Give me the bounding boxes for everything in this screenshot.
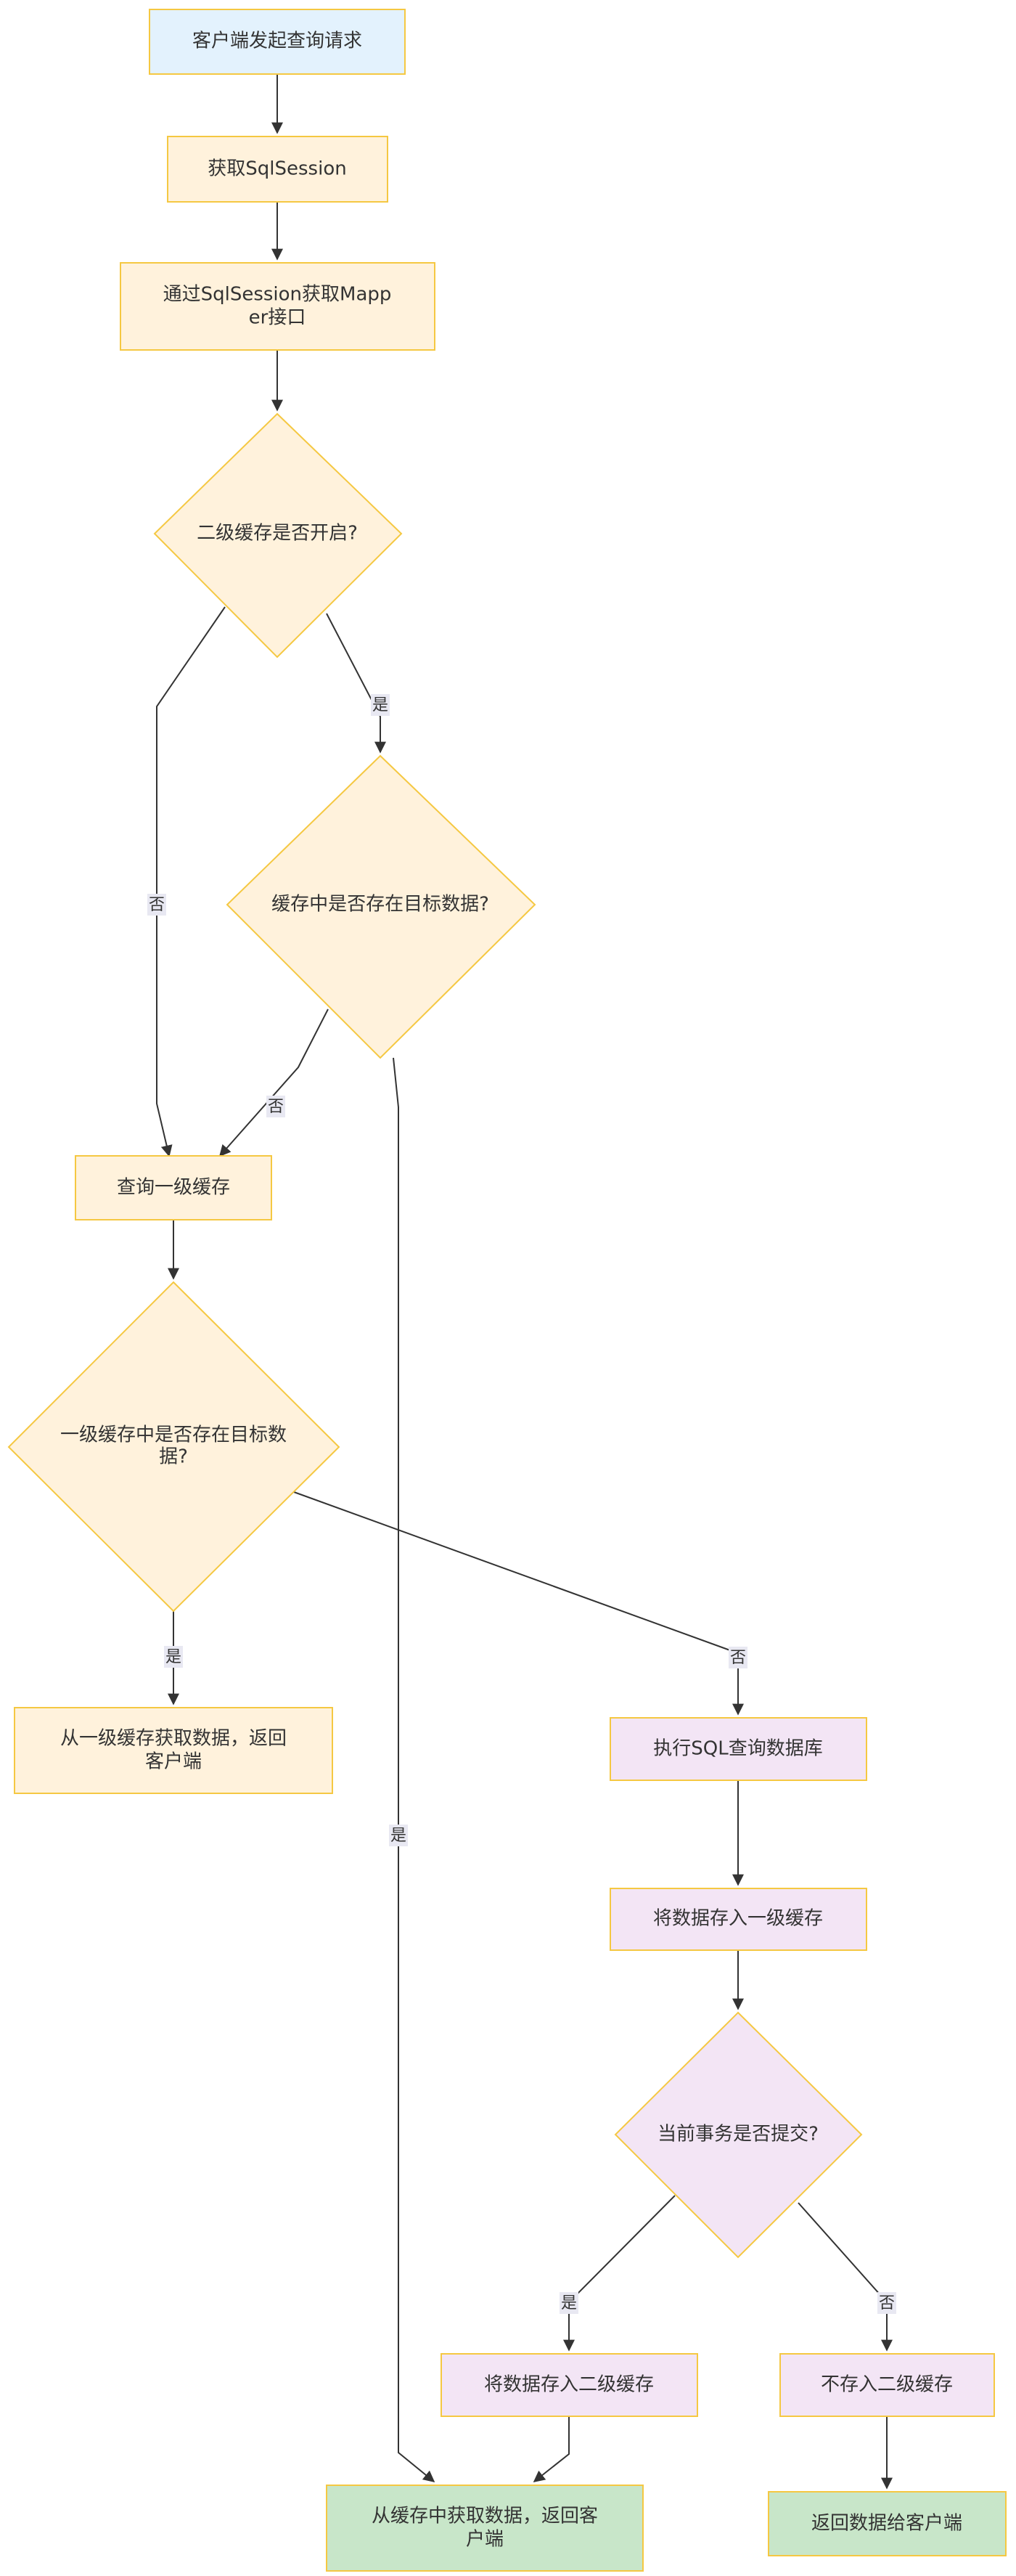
edge-l2-no: [156, 606, 226, 1157]
svg-text:否: 否: [879, 2294, 895, 2312]
node-l1-return[interactable]: 从一级缓存获取数据，返回 客户端: [14, 1707, 333, 1794]
node-no-store-l2[interactable]: 不存入二级缓存: [779, 2353, 995, 2417]
svg-text:获取SqlSession: 获取SqlSession: [208, 158, 346, 180]
edge-l2-yes: [326, 613, 386, 754]
edge-label-tx-no: 否: [877, 2292, 896, 2314]
svg-text:返回数据给客户端: 返回数据给客户端: [811, 2513, 962, 2535]
svg-text:一级缓存中是否存在目标数: 一级缓存中是否存在目标数: [60, 1424, 287, 1446]
svg-text:将数据存入二级缓存: 将数据存入二级缓存: [484, 2374, 654, 2396]
svg-text:二级缓存是否开启?: 二级缓存是否开启?: [197, 523, 358, 545]
svg-text:客户端: 客户端: [145, 1751, 202, 1773]
edge-label-l2-yes: 是: [371, 694, 390, 716]
svg-text:从缓存中获取数据，返回客: 从缓存中获取数据，返回客: [372, 2506, 598, 2527]
svg-text:通过SqlSession获取Mapp: 通过SqlSession获取Mapp: [163, 284, 392, 306]
svg-text:是: 是: [390, 1827, 406, 1845]
edge-label-tx-yes: 是: [560, 2292, 578, 2314]
edge-l2data-no: [218, 1008, 329, 1157]
node-get-mapper[interactable]: 通过SqlSession获取Mapp er接口: [120, 262, 435, 351]
svg-text:是: 是: [372, 696, 388, 714]
svg-text:从一级缓存获取数据，返回: 从一级缓存获取数据，返回: [60, 1728, 287, 1750]
node-cache-return[interactable]: 从缓存中获取数据，返回客 户端: [326, 2485, 644, 2572]
node-exec-sql[interactable]: 执行SQL查询数据库: [610, 1717, 867, 1781]
svg-text:否: 否: [268, 1098, 284, 1116]
node-get-session[interactable]: 获取SqlSession: [167, 136, 388, 203]
edge-tx-no: [798, 2202, 893, 2352]
svg-text:否: 否: [730, 1649, 746, 1667]
svg-text:不存入二级缓存: 不存入二级缓存: [821, 2374, 953, 2396]
node-store-l2[interactable]: 将数据存入二级缓存: [441, 2353, 698, 2417]
edge-label-l2data-yes: 是: [389, 1825, 408, 1846]
svg-text:查询一级缓存: 查询一级缓存: [117, 1177, 230, 1199]
edge-tx-yes: [563, 2195, 676, 2352]
decision-l1-has-data[interactable]: 一级缓存中是否存在目标数 据?: [7, 1281, 340, 1613]
edge-labels: 否 是 否 是 是 否 是 否: [147, 694, 896, 2314]
edge-label-l1-no: 否: [729, 1647, 747, 1668]
edge-storel2-return: [533, 2416, 570, 2482]
svg-text:当前事务是否提交?: 当前事务是否提交?: [657, 2124, 819, 2145]
decision-tx-committed[interactable]: 当前事务是否提交?: [614, 2011, 863, 2259]
edge-l1-no: [293, 1491, 744, 1716]
edge-label-l2data-no: 否: [266, 1096, 285, 1117]
svg-text:户端: 户端: [466, 2529, 504, 2551]
node-query-l1[interactable]: 查询一级缓存: [75, 1155, 272, 1220]
svg-text:将数据存入一级缓存: 将数据存入一级缓存: [653, 1908, 823, 1930]
nodes: 客户端发起查询请求 获取SqlSession 通过SqlSession获取Map…: [7, 9, 1007, 2572]
node-store-l1[interactable]: 将数据存入一级缓存: [610, 1888, 867, 1951]
node-return-client[interactable]: 返回数据给客户端: [768, 2491, 1007, 2556]
decision-l2-enabled[interactable]: 二级缓存是否开启?: [153, 412, 403, 659]
decision-l2-has-data[interactable]: 缓存中是否存在目标数据?: [226, 754, 536, 1059]
svg-text:执行SQL查询数据库: 执行SQL查询数据库: [653, 1738, 822, 1760]
svg-text:er接口: er接口: [249, 307, 306, 329]
svg-text:是: 是: [561, 2294, 577, 2312]
edge-label-l2-no: 否: [147, 894, 166, 916]
node-start[interactable]: 客户端发起查询请求: [149, 9, 406, 75]
edge-l2data-yes: [393, 1057, 435, 2483]
svg-text:客户端发起查询请求: 客户端发起查询请求: [192, 30, 362, 52]
svg-text:是: 是: [165, 1648, 181, 1666]
svg-text:否: 否: [149, 896, 165, 914]
svg-text:据?: 据?: [159, 1446, 188, 1468]
edge-label-l1-yes: 是: [164, 1646, 183, 1668]
svg-text:缓存中是否存在目标数据?: 缓存中是否存在目标数据?: [271, 894, 489, 916]
